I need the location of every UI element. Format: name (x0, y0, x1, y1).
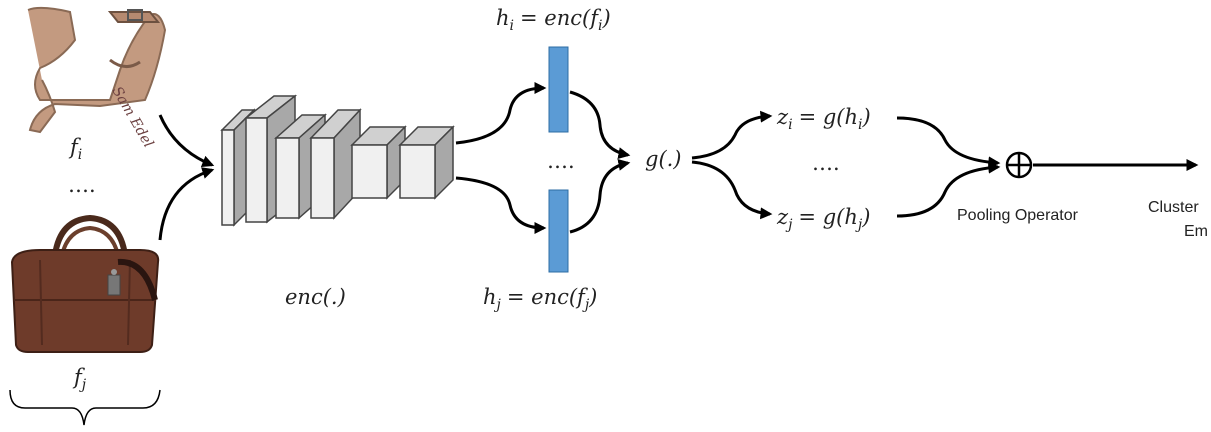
output-top-label: zi= g(hi) (776, 105, 871, 133)
arrow-zi-to-pool (896, 116, 1001, 169)
output-label-line2: Em (1184, 223, 1208, 240)
embedding-bar-hi (548, 46, 569, 133)
input-brace (9, 389, 161, 426)
arrow-g-to-zi (691, 110, 773, 160)
pooling-operator-icon (1005, 151, 1033, 179)
sandal-image: Sam Edel (27, 6, 167, 151)
embedding-bar-hj (548, 189, 569, 273)
embedding-bottom-label: hj= enc(fj) (483, 285, 597, 313)
embedding-dots: …. (547, 149, 575, 173)
encoder-network (220, 94, 455, 227)
arrow-top-input-to-encoder (158, 114, 215, 167)
arrow-encoder-to-hj (455, 176, 547, 234)
output-bottom-label: zj= g(hj) (776, 205, 870, 233)
embedding-top-label: hi= enc(fi) (496, 6, 611, 34)
output-label-line1: Cluster (1148, 199, 1199, 216)
input-top-label: fi (68, 135, 82, 163)
input-bottom-label: fj (72, 365, 87, 393)
output-dots: …. (812, 151, 840, 175)
arrow-hi-to-g (569, 90, 631, 160)
bag-image (10, 214, 160, 353)
arrow-hj-to-g (569, 158, 631, 234)
arrow-g-to-zj (691, 160, 773, 220)
input-dots: …. (68, 173, 96, 197)
encoder-label: enc(.) (285, 285, 346, 309)
arrow-encoder-to-hi (455, 82, 547, 145)
arrow-bottom-input-to-encoder (158, 167, 215, 241)
projection-label: g(.) (645, 147, 682, 171)
pooling-label: Pooling Operator (957, 207, 1079, 224)
arrow-zj-to-pool (896, 161, 1001, 218)
